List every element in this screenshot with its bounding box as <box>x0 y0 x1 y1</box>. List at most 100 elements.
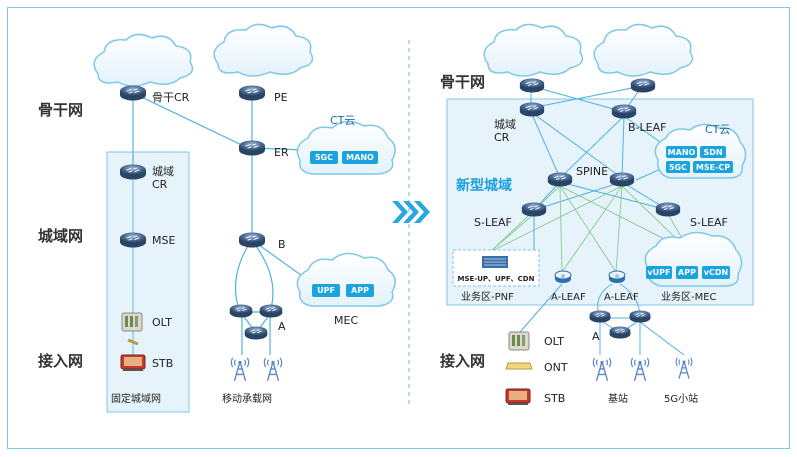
ct-right-pill-mano-text: MANO <box>668 148 696 157</box>
fixed-metro-box <box>106 151 190 413</box>
a-leaf-2-icon <box>608 270 626 284</box>
mse-label: MSE <box>152 234 175 247</box>
spine-label: SPINE <box>576 165 608 178</box>
s-leaf-right-label: S-LEAF <box>690 216 728 229</box>
tower-right-icon <box>263 357 283 382</box>
pe-label: PE <box>274 91 288 104</box>
mec-cloud-left <box>296 252 396 307</box>
mec-right-pill-vcdn-text: vCDN <box>704 268 728 277</box>
backbone-cr-router-icon <box>119 85 147 101</box>
right-a-label: A <box>592 330 600 343</box>
right-stb-label: STB <box>544 392 565 405</box>
right-a-router-bottom-icon <box>609 326 631 339</box>
right-a-router-right-icon <box>629 310 651 323</box>
right-ont-label: ONT <box>544 361 568 374</box>
mec-right-pill-vupf-text: vUPF <box>647 268 670 277</box>
ct-right-pill-5gc <box>666 161 690 173</box>
right-metro-cr-label-line-1: 城域 <box>494 118 516 131</box>
backbone-cr-label: 骨干CR <box>152 91 190 104</box>
right-level-backbone-label: 骨干网 <box>440 73 485 91</box>
mec-pill-upf-text: UPF <box>317 286 335 295</box>
right-olt-icon <box>508 331 530 351</box>
pnf-server-icon <box>482 256 508 268</box>
olt-label: OLT <box>152 316 172 329</box>
right-backbone-cloud-left <box>483 23 584 77</box>
ct-right-pill-sdn <box>700 146 726 158</box>
ct-right-pill-mse-cp <box>693 161 733 173</box>
transition-arrow-icon <box>392 201 430 223</box>
spine-router-left-icon <box>547 172 573 187</box>
a-router-bottom-icon <box>244 326 268 340</box>
a-leaf-2-label: A-LEAF <box>604 292 639 303</box>
a-router-right-icon <box>259 304 283 318</box>
mec-pill-app-text: APP <box>351 286 369 295</box>
right-backbone-cloud-right <box>593 23 694 77</box>
mec-right-pill-app <box>676 266 698 279</box>
right-tower-left-icon <box>592 357 612 382</box>
mse-router-icon <box>119 232 147 248</box>
ct-cloud-left-title: CT云 <box>330 114 355 127</box>
level-metro-label: 城域网 <box>38 227 83 245</box>
right-metro-cr-router-icon <box>519 102 545 117</box>
er-label: ER <box>274 146 289 159</box>
mec-right-pill-vcdn <box>702 266 730 279</box>
level-backbone-label: 骨干网 <box>38 101 83 119</box>
small-5g-label: 5G小站 <box>664 392 698 405</box>
olt-icon <box>121 312 143 332</box>
mobile-bearer-label: 移动承载网 <box>222 392 272 405</box>
small-5g-tower-icon <box>675 357 693 380</box>
ct-pill-mano-text: MANO <box>346 153 374 162</box>
b-router-icon <box>238 232 266 248</box>
zone-mec-label: 业务区-MEC <box>661 290 717 303</box>
a-label: A <box>278 320 286 333</box>
a-router-left-icon <box>229 304 253 318</box>
zone-pnf-label: 业务区-PNF <box>461 290 514 303</box>
ct-right-pill-sdn-text: SDN <box>703 148 722 157</box>
b-leaf-label: B-LEAF <box>628 121 666 134</box>
right-a-router-left-icon <box>589 310 611 323</box>
mec-label: MEC <box>334 314 358 327</box>
mec-pill-upf <box>312 284 340 297</box>
ct-cloud-left <box>296 120 396 175</box>
new-metro-label: 新型城域 <box>456 177 512 194</box>
ct-right-pill-5gc-text: 5GC <box>669 163 687 172</box>
right-level-access-label: 接入网 <box>440 352 485 370</box>
er-router-icon <box>238 140 266 156</box>
s-leaf-right-router-icon <box>655 202 681 217</box>
ct-right-pill-mse-cp-text: MSE-CP <box>696 163 730 172</box>
mec-pill-app <box>346 284 374 297</box>
fixed-ont-icon <box>127 338 139 346</box>
spine-router-right-icon <box>609 172 635 187</box>
mec-right-pill-vupf <box>646 266 672 279</box>
a-leaf-1-label: A-LEAF <box>551 292 586 303</box>
metro-cr-router-icon <box>119 164 147 180</box>
s-leaf-left-router-icon <box>521 202 547 217</box>
stb-icon <box>120 354 146 372</box>
right-ont-icon <box>505 362 533 370</box>
level-access-label: 接入网 <box>38 352 83 370</box>
pe-router-icon <box>238 85 266 101</box>
right-metro-cr-label-line-2: CR <box>494 131 510 144</box>
base-station-label: 基站 <box>608 392 628 405</box>
tower-left-icon <box>230 357 250 382</box>
ct-right-pill-mano <box>666 146 697 158</box>
fixed-metro-label: 固定城域网 <box>111 392 161 405</box>
right-backbone-router-left-icon <box>519 78 545 93</box>
pnf-text: MSE-UP、UPF、CDN <box>458 275 535 283</box>
metro-cr-label-line-1: 城域 <box>152 165 174 178</box>
right-backbone-router-right-icon <box>630 78 656 93</box>
ct-pill-5gc-text: 5GC <box>315 153 333 162</box>
right-tower-right-icon <box>630 357 650 382</box>
ct-cloud-right-title: CT云 <box>705 123 730 136</box>
a-leaf-1-icon <box>554 270 572 284</box>
metro-cr-label-line-2: CR <box>152 178 168 191</box>
stb-label: STB <box>152 357 173 370</box>
s-leaf-left-label: S-LEAF <box>474 216 512 229</box>
right-olt-label: OLT <box>544 335 564 348</box>
right-stb-icon <box>505 388 531 406</box>
ct-pill-mano <box>342 151 378 164</box>
ct-pill-5gc <box>310 151 338 164</box>
